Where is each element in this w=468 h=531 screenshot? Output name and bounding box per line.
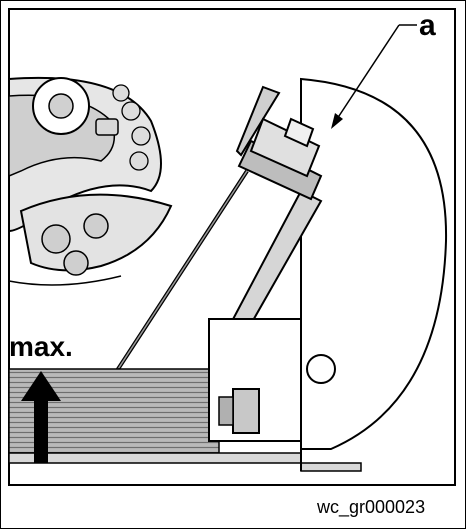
drain-plug	[306, 354, 336, 384]
max-level-label: max.	[9, 331, 73, 362]
figure-code: wc_gr000023	[317, 497, 426, 517]
callout-arrowhead	[331, 113, 343, 129]
max-level-arrow	[21, 371, 61, 463]
bolt-head	[232, 388, 260, 434]
callout-leader	[336, 24, 400, 120]
dipstick-cap	[237, 117, 323, 201]
tube-bracket	[235, 85, 281, 157]
crankshaft-assembly	[8, 76, 173, 286]
housing-disc	[300, 77, 448, 450]
callout-label-a: a	[419, 9, 436, 42]
